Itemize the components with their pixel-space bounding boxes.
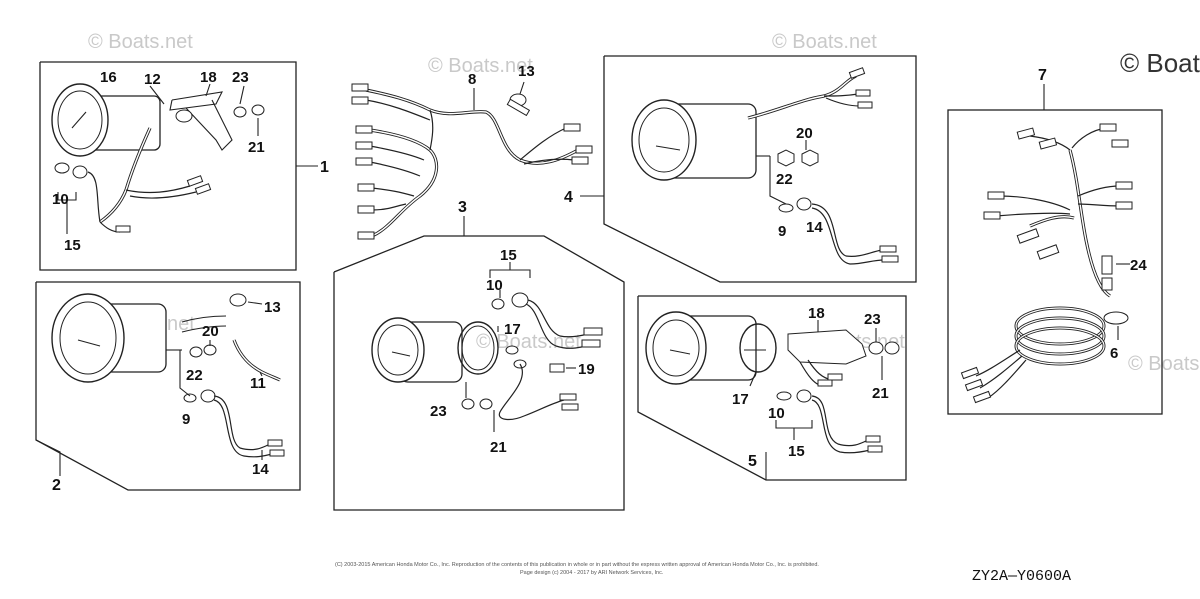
callout-18: 18 [808, 305, 825, 322]
assembly-3-frame [333, 235, 625, 511]
callout-21: 21 [248, 139, 265, 156]
assembly-3-gauge: 3 15 10 17 19 23 21 [333, 199, 625, 511]
callout-13: 13 [264, 299, 281, 316]
callout-15: 15 [500, 247, 517, 264]
callout-23: 23 [430, 403, 447, 420]
callout-17: 17 [732, 391, 749, 408]
callout-10: 10 [768, 405, 785, 422]
callout-23: 23 [232, 69, 249, 86]
callout-2: 2 [52, 477, 61, 494]
callout-20: 20 [796, 125, 813, 142]
callout-9: 9 [778, 223, 786, 240]
callout-7: 7 [1038, 67, 1047, 84]
callout-3: 3 [458, 199, 467, 216]
watermark-text: © Boats.net [1128, 353, 1200, 375]
callout-8: 8 [468, 71, 476, 88]
callout-15: 15 [788, 443, 805, 460]
watermark-text: © Boats. [1120, 48, 1200, 78]
wire-harness-8: 8 13 [351, 63, 593, 240]
callout-24: 24 [1130, 257, 1147, 274]
assembly-2-frame [35, 281, 301, 491]
callout-10: 10 [486, 277, 503, 294]
assembly-2-tachometer: 13 20 22 11 9 14 2 [35, 281, 301, 494]
callout-23: 23 [864, 311, 881, 328]
watermark-text: © Boats.net [772, 31, 877, 53]
watermark-layer: © Boats.net © Boats.net © Boats.net © Bo… [88, 31, 1200, 375]
copyright-line: (C) 2003-2015 American Honda Motor Co., … [335, 562, 819, 568]
callout-21: 21 [872, 385, 889, 402]
callout-18: 18 [200, 69, 217, 86]
watermark-text: © Boats.net [88, 31, 193, 53]
assembly-4-gauge: 20 22 9 14 4 [564, 55, 917, 283]
assembly-1-speedometer-top: 16 12 18 23 21 10 15 1 [39, 61, 329, 271]
callout-20: 20 [202, 323, 219, 340]
callout-14: 14 [806, 219, 823, 236]
callout-11: 11 [250, 375, 266, 392]
assembly-5-frame [637, 295, 907, 481]
callout-5: 5 [748, 453, 757, 470]
callout-10: 10 [52, 191, 69, 208]
callout-4: 4 [564, 189, 573, 206]
callout-13: 13 [518, 63, 535, 80]
callout-22: 22 [776, 171, 793, 188]
callout-6: 6 [1110, 345, 1118, 362]
callout-15: 15 [64, 237, 81, 254]
callout-21: 21 [490, 439, 507, 456]
callout-1: 1 [320, 159, 329, 176]
watermark-text: © Boats.net [428, 55, 533, 77]
gauge-face [51, 83, 109, 157]
callout-9: 9 [182, 411, 190, 428]
assembly-5-gauge: 18 23 21 17 10 15 5 [637, 295, 907, 481]
callout-22: 22 [186, 367, 203, 384]
assembly-7-main-harness: 7 [947, 67, 1163, 415]
callout-17: 17 [504, 321, 521, 338]
assembly-7-frame [947, 109, 1163, 415]
assembly-1-frame [39, 61, 297, 271]
callout-16: 16 [100, 69, 117, 86]
callout-12: 12 [144, 71, 161, 88]
watermark-text: © Boats.net [476, 331, 581, 353]
callout-14: 14 [252, 461, 269, 478]
callout-19: 19 [578, 361, 595, 378]
page-design-line: Page design (c) 2004 - 2017 by ARI Netwo… [520, 570, 664, 576]
diagram-code: ZY2A—Y0600A [972, 568, 1071, 585]
